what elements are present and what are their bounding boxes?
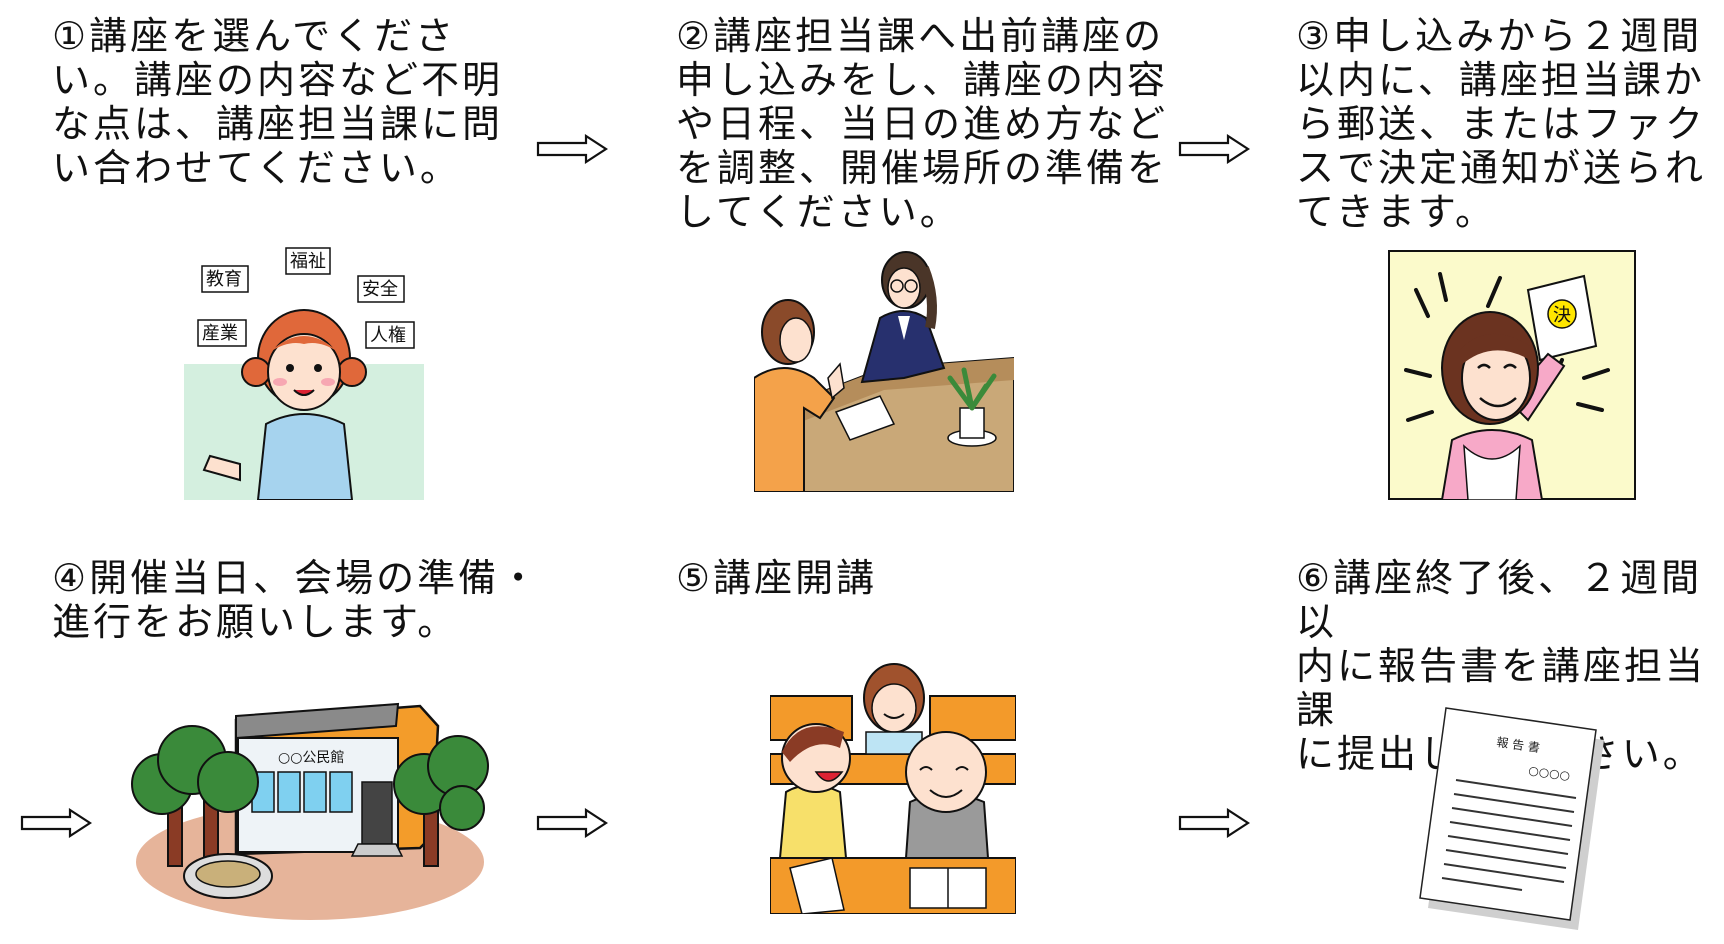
counter-consultation-illustration — [754, 251, 1014, 492]
step-5-text: ⑤講座開講 — [676, 556, 878, 600]
step-2-text: ②講座担当課へ出前講座の 申し込みをし、講座の内容 や日程、当日の進め方など を… — [676, 14, 1169, 234]
topic-label: 安全 — [362, 279, 398, 300]
community-hall-illustration: ○○公民館 — [131, 702, 489, 920]
topic-label: 教育 — [206, 269, 242, 290]
step-3-text: ③申し込みから２週間 以内に、講座担当課か ら郵送、またはファク スで決定通知が… — [1296, 14, 1707, 234]
building-sign-text: ○○公民館 — [278, 749, 344, 766]
step-4-text: ④開催当日、会場の準備・ 進行をお願いします。 — [52, 556, 541, 644]
arrow-right-icon — [1178, 134, 1250, 164]
notice-received-illustration: 決 — [1388, 250, 1636, 500]
lecture-class-illustration — [770, 662, 1016, 914]
report-title-text: 報 告 書 — [1496, 735, 1541, 755]
topic-label: 産業 — [202, 323, 238, 344]
arrow-right-icon — [536, 808, 608, 838]
arrow-right-icon — [1178, 808, 1250, 838]
step-1-text: ①講座を選んでくださ い。講座の内容など不明 な点は、講座担当課に問 い合わせて… — [52, 14, 504, 190]
consultation-woman-illustration: 福祉 教育 安全 産業 人権 — [184, 247, 424, 500]
arrow-right-icon — [536, 134, 608, 164]
report-circles-text: ○○○○ — [1528, 763, 1571, 783]
report-document-illustration: 報 告 書 ○○○○ — [1419, 707, 1604, 930]
arrow-right-icon — [20, 808, 92, 838]
notice-stamp-text: 決 — [1553, 305, 1571, 326]
topic-label: 人権 — [370, 325, 406, 346]
topic-label: 福祉 — [290, 251, 326, 272]
